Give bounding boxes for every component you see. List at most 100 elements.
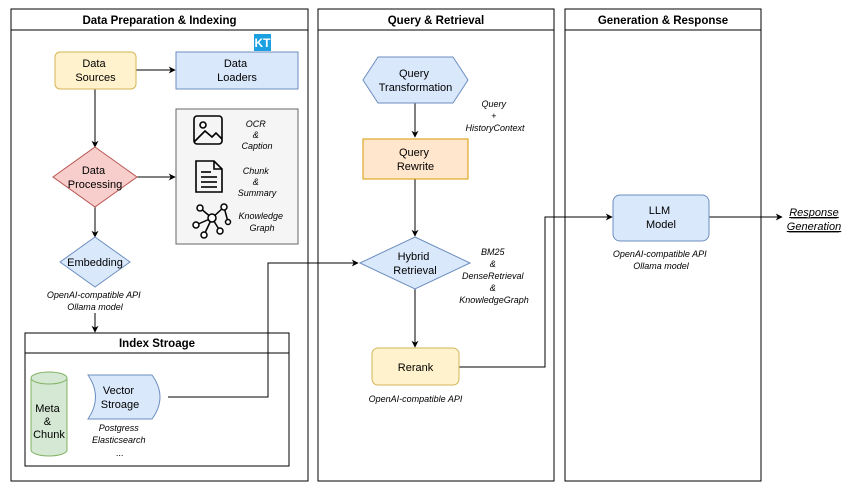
svg-text:Query Transformation: Query Transformation (379, 68, 453, 94)
llm-model-node: LLM Model (612, 194, 710, 242)
edge-rerank-llm (459, 213, 613, 368)
svg-text:OCR & Caption: OCR & Caption (241, 119, 272, 151)
kt-logo-badge (254, 34, 271, 51)
svg-text:Chunk & Summary: Chunk & Summary (238, 166, 277, 198)
data-loaders-label-1: Data (224, 58, 248, 70)
index-storage-title: Index Stroage (119, 338, 195, 350)
svg-text:OpenAI-compatible API Olla: OpenAI-compatible API Ollama model (613, 249, 709, 271)
kt-logo: KT (254, 34, 271, 51)
panel-generation: Generation & Response (564, 8, 762, 482)
svg-text:Knowledge Graph: Knowledge Graph (238, 211, 285, 233)
data-loaders-shape (175, 51, 299, 90)
svg-text:Data Sources: Data Sources (75, 58, 116, 84)
meta-chunk-label-1: Meta (35, 403, 60, 415)
llm-api-note-2: Ollama model (633, 261, 690, 271)
storage-backend-1: Postgress (99, 423, 140, 433)
rerank-node: Rerank (371, 347, 460, 386)
query-transformation-label-2: Transformation (379, 82, 453, 94)
query-context-note-2: + (491, 111, 496, 121)
svg-text:Hybrid Retrieval: Hybrid Retrieval (393, 251, 436, 277)
embedding-api-note-2: Ollama model (67, 302, 124, 312)
llm-model-label-1: LLM (649, 205, 670, 217)
retrieval-method-3: DenseRetrieval (462, 271, 525, 281)
chunk-label-3: Summary (238, 188, 277, 198)
vector-storage-shape (87, 374, 161, 420)
image-icon (193, 115, 223, 145)
hybrid-retrieval-label-1: Hybrid (398, 251, 430, 263)
hybrid-retrieval-shape (358, 236, 472, 290)
query-rewrite-label-2: Rewrite (397, 161, 434, 173)
retrieval-method-2: & (490, 259, 496, 269)
ocr-label-1: OCR (246, 119, 267, 129)
data-processing-node: Data Processing (52, 146, 138, 208)
query-rewrite-shape (362, 138, 469, 180)
storage-backend-2: Elasticsearch (92, 435, 146, 445)
embedding-label: Embedding (67, 257, 123, 269)
response-generation-output: Response Generation (787, 207, 841, 233)
edge-storage-retrieval (168, 259, 359, 398)
query-rewrite-label-1: Query (399, 147, 429, 159)
vector-storage-label-2: Stroage (101, 399, 140, 411)
llm-api-note-1: OpenAI-compatible API (613, 249, 707, 259)
panel-title-prep: Data Preparation & Indexing (82, 15, 236, 27)
svg-text:BM25 & DenseRetrieval: BM25 & DenseRetrieval & KnowledgeGraph (459, 247, 529, 305)
ocr-label-2: & (253, 130, 259, 140)
svg-text:LLM Model: LLM Model (646, 205, 676, 231)
edges (91, 66, 783, 398)
hybrid-retrieval-label-2: Retrieval (393, 265, 436, 277)
svg-text:OpenAI-compatible API Olla: OpenAI-compatible API Ollama model (47, 290, 143, 312)
vector-storage-label-1: Vector (103, 385, 135, 397)
query-context-note-1: Query (481, 99, 506, 109)
data-sources-label-1: Data (82, 58, 106, 70)
data-processing-shape (52, 146, 138, 208)
data-sources-label-2: Sources (75, 72, 116, 84)
data-sources-shape (54, 51, 137, 90)
query-transformation-shape (362, 56, 469, 104)
svg-text:Postgress Elasticsearch: Postgress Elasticsearch ... (92, 423, 148, 458)
data-loaders-label-2: Loaders (217, 72, 257, 84)
chunk-label-2: & (253, 177, 259, 187)
svg-text:Query + HistoryContext: Query + HistoryContext (465, 99, 525, 133)
ocr-label-3: Caption (241, 141, 272, 151)
data-sources-node: Data Sources (54, 51, 137, 90)
svg-text:Query Rewrite: Query Rewrite (397, 147, 434, 173)
rerank-label: Rerank (398, 362, 434, 374)
retrieval-method-5: KnowledgeGraph (459, 295, 529, 305)
embedding-api-note-1: OpenAI-compatible API (47, 290, 141, 300)
query-context-note-3: HistoryContext (465, 123, 525, 133)
svg-text:Vector Stroage: Vector Stroage (101, 385, 140, 411)
panel-query-retrieval: Query & Retrieval (317, 8, 555, 482)
data-loaders-node: Data Loaders (175, 51, 299, 90)
processing-steps-group: OCR & Caption Chunk & Summary (175, 108, 299, 245)
query-rewrite-node: Query Rewrite (362, 138, 469, 180)
meta-chunk-label-2: & (44, 416, 52, 428)
knowledge-label-2: Graph (249, 223, 274, 233)
vector-storage-node: Vector Stroage (87, 374, 161, 420)
retrieval-method-1: BM25 (481, 247, 506, 257)
retrieval-method-4: & (490, 283, 496, 293)
panel-title-retrieval: Query & Retrieval (388, 15, 485, 27)
chunk-label-1: Chunk (243, 166, 270, 176)
data-processing-label-1: Data (82, 165, 106, 177)
knowledge-graph-icon (192, 203, 232, 239)
data-processing-label-2: Processing (68, 179, 122, 191)
knowledge-label-1: Knowledge (238, 211, 283, 221)
svg-text:Data Processing: Data Processing (68, 165, 122, 191)
embedding-node: Embedding (59, 236, 131, 288)
kt-logo-text: KT (255, 36, 272, 50)
meta-chunk-label-3: Chunk (33, 429, 65, 441)
query-transformation-node: Query Transformation (362, 56, 469, 104)
response-label-1: Response (789, 207, 839, 219)
llm-model-label-2: Model (646, 219, 676, 231)
query-transformation-label-1: Query (399, 68, 429, 80)
llm-model-shape (612, 194, 710, 242)
response-label-2: Generation (787, 221, 841, 233)
rerank-api-note: OpenAI-compatible API (369, 394, 463, 404)
storage-backend-3: ... (116, 448, 124, 458)
embedding-shape (59, 236, 131, 288)
svg-text:Data Loaders: Data Loaders (217, 58, 257, 84)
hybrid-retrieval-node: Hybrid Retrieval (358, 236, 472, 290)
document-icon (195, 160, 223, 193)
rerank-shape (371, 347, 460, 386)
